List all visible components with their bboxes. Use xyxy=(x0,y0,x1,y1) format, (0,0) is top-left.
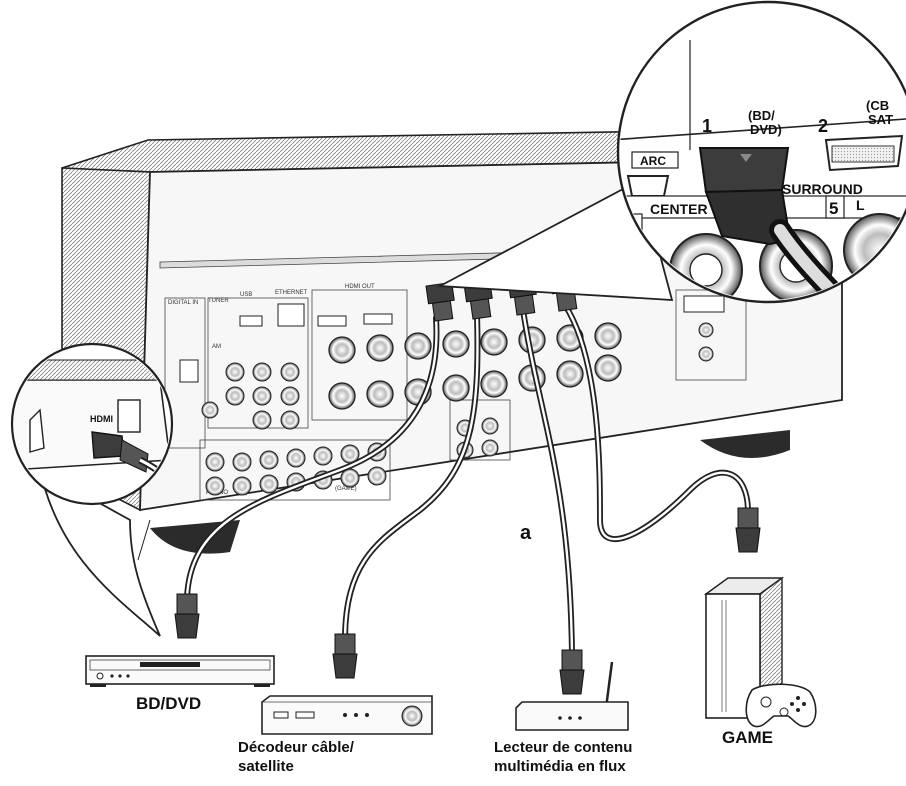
am-terminal xyxy=(179,359,199,383)
game-input-label: (GAME) xyxy=(335,486,357,492)
zoom-left-channel: L xyxy=(856,197,865,213)
zoom-cb-line1: (CB xyxy=(866,98,889,113)
rca-jacks xyxy=(201,362,387,496)
am-label: AM xyxy=(212,344,221,350)
zoom-center-label: CENTER xyxy=(650,201,708,217)
receiver-foot-right xyxy=(700,430,790,458)
game-console xyxy=(703,576,817,728)
usb-port xyxy=(239,315,263,327)
hdmi-out-port-1 xyxy=(317,315,347,327)
streamer-label-line2: multimédia en flux xyxy=(494,758,626,775)
zoom-callout-right: 1 (BD/ DVD) 2 (CB SAT ARC CENTER SURROUN… xyxy=(436,0,906,304)
ethernet-port xyxy=(277,303,305,327)
usb-label: USB xyxy=(240,292,252,298)
tuner-label: TUNER xyxy=(208,298,229,304)
zoom-num-5: 5 xyxy=(829,199,838,218)
hdmi-plugs-devices xyxy=(174,507,761,695)
ethernet-label: ETHERNET xyxy=(275,290,308,296)
zoom-cb-line2: SAT xyxy=(868,112,893,127)
game-controller xyxy=(745,683,817,728)
game-label: GAME xyxy=(722,728,773,747)
zoom-num-2: 2 xyxy=(818,116,828,136)
streaming-player xyxy=(515,661,629,731)
digital-in-label: DIGITAL IN xyxy=(168,300,198,306)
hdmi-port-label: HDMI xyxy=(90,414,113,424)
zoom-bd-line2: DVD) xyxy=(750,122,782,137)
connector-marker-a: a xyxy=(520,522,532,544)
bd-dvd-player xyxy=(85,655,275,687)
decoder-label-line1: Décodeur câble/ xyxy=(238,739,354,756)
rs232-port xyxy=(683,295,725,313)
hdmi-cables xyxy=(184,302,751,658)
streamer-label-line1: Lecteur de contenu xyxy=(494,739,633,756)
bd-dvd-label: BD/DVD xyxy=(136,694,202,713)
zoom-bd-line1: (BD/ xyxy=(748,108,775,123)
decoder-label-line2: satellite xyxy=(238,758,294,775)
hdmi-out-label: HDMI OUT xyxy=(345,284,375,290)
hdmi-out-port-2 xyxy=(363,313,393,325)
zoom-hdmi-port-arc xyxy=(626,175,670,197)
decoder-box xyxy=(261,695,433,735)
zoom-surround-label: SURROUND xyxy=(782,181,863,197)
zoom-num-1: 1 xyxy=(702,116,712,136)
zoom-arc-label: ARC xyxy=(640,154,666,168)
zoom-callout-left: HDMI xyxy=(10,342,174,637)
